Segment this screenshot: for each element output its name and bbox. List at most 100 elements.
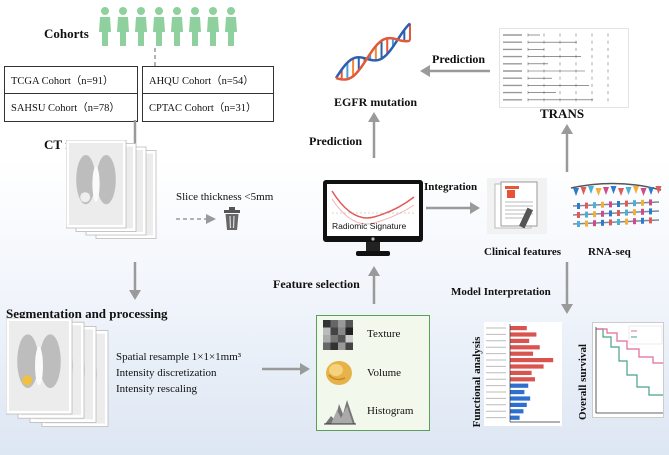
- rna-flag: [588, 186, 594, 194]
- texture-cell: [345, 335, 353, 343]
- rna-block: [649, 208, 652, 215]
- rna-block: [617, 219, 620, 225]
- rna-flag: [580, 187, 587, 195]
- texture-icon: [323, 320, 353, 350]
- person-icon: [171, 7, 183, 46]
- texture-cell: [338, 327, 346, 335]
- texture-cell: [330, 327, 338, 335]
- nomogram-row: [503, 40, 609, 44]
- bar: [510, 345, 540, 350]
- egfr-prediction-label: Prediction: [309, 134, 363, 148]
- rna-flag: [595, 188, 602, 196]
- volume-icon: [326, 361, 352, 385]
- step-resample: Spatial resample 1×1×1mm³: [116, 351, 242, 363]
- rna-block: [577, 212, 580, 218]
- functional-bar-chart: [484, 322, 562, 426]
- rna-flag: [648, 187, 654, 195]
- rna-block: [649, 217, 652, 224]
- overall-survival-label: Overall survival: [577, 343, 589, 421]
- texture-cell: [330, 320, 338, 328]
- rna-block: [601, 210, 604, 217]
- rna-flag: [603, 187, 609, 195]
- texture-cell: [330, 342, 338, 350]
- trans-prediction-label: Prediction: [432, 52, 486, 66]
- arrow-to-interpretation: [561, 262, 573, 314]
- bar: [510, 396, 531, 401]
- segmentation-title: Segmentation and processing: [6, 306, 168, 321]
- cohorts-title: Cohorts: [44, 26, 89, 41]
- rna-block: [593, 202, 596, 209]
- nomogram-row: [503, 98, 609, 102]
- person-icon: [207, 7, 219, 46]
- integration-label: Integration: [424, 181, 478, 193]
- dna-helix-icon: [330, 22, 420, 88]
- rna-block: [633, 200, 636, 207]
- cohort-sahsu: SAHSU Cohort（n=78）: [11, 103, 120, 114]
- texture-cell: [330, 335, 338, 343]
- rna-block: [585, 202, 588, 209]
- trans-label: TRANS: [540, 106, 585, 121]
- texture-cell: [345, 320, 353, 328]
- cohort-tcga: TCGA Cohort（n=91）: [5, 67, 137, 94]
- rnaseq-icon: [567, 180, 665, 234]
- bar: [510, 332, 537, 337]
- nomogram-row: [503, 69, 609, 73]
- segmentation-stack: [6, 318, 110, 444]
- rnaseq-label: RNA-seq: [588, 246, 631, 258]
- texture-cell: [338, 342, 346, 350]
- functional-analysis-label: Functional analysis: [471, 336, 483, 428]
- signature-monitor: Radiomic Signature: [322, 179, 424, 261]
- arrow-trans-to-egfr: [420, 65, 490, 77]
- texture-cell: [338, 335, 346, 343]
- rna-block: [609, 201, 612, 208]
- cohort-people-icons: [96, 6, 241, 50]
- ct-slice-stack: [66, 140, 158, 260]
- rna-block: [617, 201, 620, 207]
- rna-block: [617, 210, 620, 216]
- rna-block: [577, 221, 580, 227]
- processing-steps: Spatial resample 1×1×1mm³ Intensity disc…: [116, 349, 241, 397]
- feature-texture: Texture: [367, 328, 401, 340]
- bar: [510, 377, 535, 382]
- texture-cell: [323, 327, 331, 335]
- arrow-ct-to-seg: [129, 262, 141, 300]
- arrow-features-to-signature: [368, 266, 380, 304]
- feature-volume: Volume: [367, 367, 402, 379]
- rna-block: [593, 211, 596, 218]
- rna-block: [641, 208, 644, 215]
- histogram-icon: [324, 400, 356, 425]
- rna-block: [585, 220, 588, 227]
- ct-slice: [6, 318, 73, 415]
- rna-block: [609, 210, 612, 217]
- feature-box: Texture Volume Histogram: [316, 315, 430, 431]
- model-interpretation-label: Model Interpretation: [451, 286, 551, 298]
- rna-flag: [610, 186, 617, 194]
- cohort-box-right: AHQU Cohort（n=54） CPTAC Cohort（n=31）: [142, 66, 274, 122]
- rna-block: [601, 219, 604, 226]
- feature-selection-label: Feature selection: [273, 277, 360, 291]
- egfr-mutation-label: EGFR mutation: [334, 95, 418, 109]
- rna-flag: [640, 188, 647, 196]
- bar: [510, 390, 525, 395]
- survival-curve-plot: [592, 322, 664, 418]
- cohort-box-left: TCGA Cohort（n=91） SAHSU Cohort（n=78）: [4, 66, 138, 122]
- rna-flag: [618, 188, 624, 196]
- nomogram-row: [503, 47, 609, 51]
- signature-screen-label: Radiomic Signature: [332, 221, 407, 231]
- rna-block: [633, 218, 636, 225]
- nomogram-row: [503, 76, 609, 80]
- bar: [510, 338, 530, 343]
- rna-block: [641, 217, 644, 224]
- nomogram-row: [503, 83, 609, 87]
- rna-block: [601, 201, 604, 208]
- person-icon: [99, 7, 111, 46]
- person-icon: [225, 7, 237, 46]
- bar: [510, 415, 520, 420]
- trash-icon: [224, 207, 240, 230]
- bar: [510, 358, 554, 363]
- rna-block: [625, 218, 628, 225]
- feature-histogram: Histogram: [367, 405, 414, 417]
- ct-slice: [66, 140, 127, 229]
- step-rescaling: Intensity rescaling: [116, 383, 197, 395]
- slice-thickness-note: Slice thickness <5mm: [176, 191, 274, 203]
